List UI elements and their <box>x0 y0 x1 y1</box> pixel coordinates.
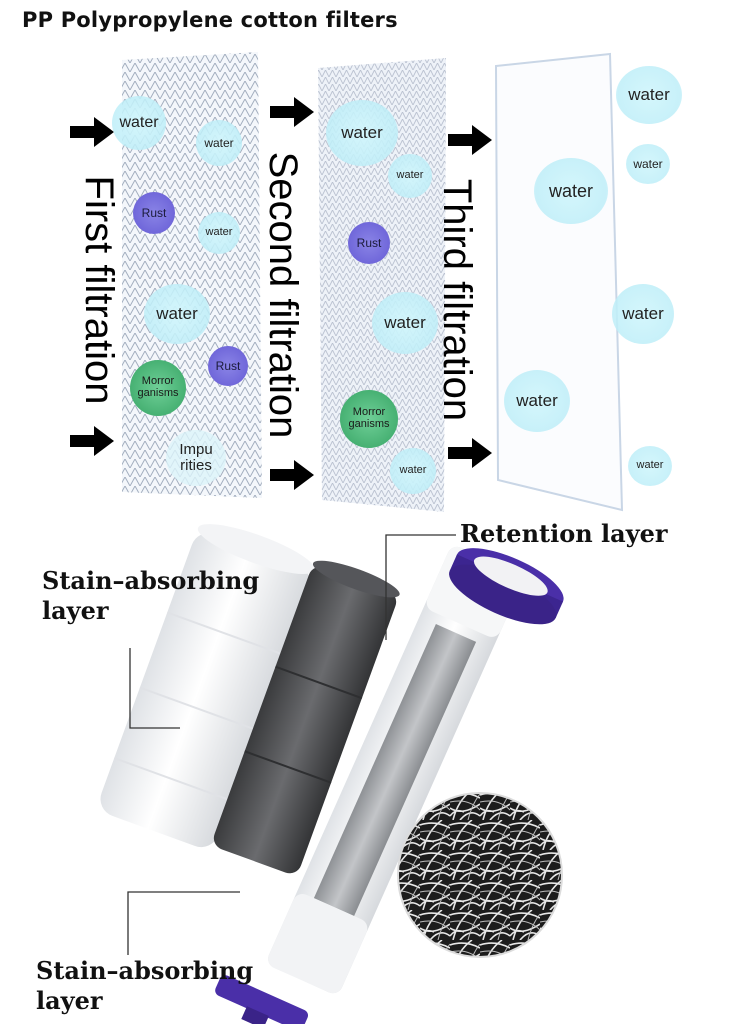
stain-absorbing-layer-label-bottom: Stain–absorbing layer <box>36 956 254 1015</box>
water-particle: water <box>626 144 670 184</box>
page-title: PP Polypropylene cotton filters <box>22 8 398 32</box>
water-particle: water <box>534 158 608 224</box>
water-particle: water <box>198 212 240 254</box>
water-particle: water <box>144 284 210 344</box>
stain-top-leader-line <box>129 648 180 729</box>
arrow-right-icon <box>448 438 492 468</box>
arrow-right-icon <box>70 117 114 147</box>
rust-particle: Rust <box>133 192 175 234</box>
water-particle: water <box>616 66 682 124</box>
retention-leader-line <box>385 534 456 640</box>
filter-cartridge-graphic <box>100 524 564 1024</box>
water-particle: water <box>326 100 398 166</box>
second-filtration-label: Second filtration <box>261 151 305 439</box>
stain-absorbing-layer-label-top: Stain–absorbing layer <box>42 566 260 625</box>
arrow-right-icon <box>270 97 314 127</box>
water-particle: water <box>504 370 570 432</box>
stain-bottom-leader-line <box>127 891 240 955</box>
impurity-particle: Impu rities <box>166 430 226 486</box>
fiber-magnify-icon <box>398 793 562 957</box>
first-filtration-label: First filtration <box>77 175 121 405</box>
third-filtration-label: Third filtration <box>435 178 479 422</box>
water-particle: water <box>372 292 438 354</box>
arrow-right-icon <box>448 125 492 155</box>
water-particle: water <box>388 154 432 198</box>
water-particle: water <box>612 284 674 344</box>
arrow-right-icon <box>270 460 314 490</box>
arrow-right-icon <box>70 426 114 456</box>
water-particle: water <box>196 120 242 166</box>
microorganism-particle: Morror ganisms <box>130 360 186 416</box>
rust-particle: Rust <box>208 346 248 386</box>
microorganism-particle: Morror ganisms <box>340 390 398 448</box>
water-particle: water <box>628 446 672 486</box>
third-filter-sheet <box>494 52 624 512</box>
rust-particle: Rust <box>348 222 390 264</box>
retention-layer-label: Retention layer <box>460 519 668 548</box>
water-particle: water <box>390 448 436 494</box>
water-particle: water <box>112 96 166 150</box>
